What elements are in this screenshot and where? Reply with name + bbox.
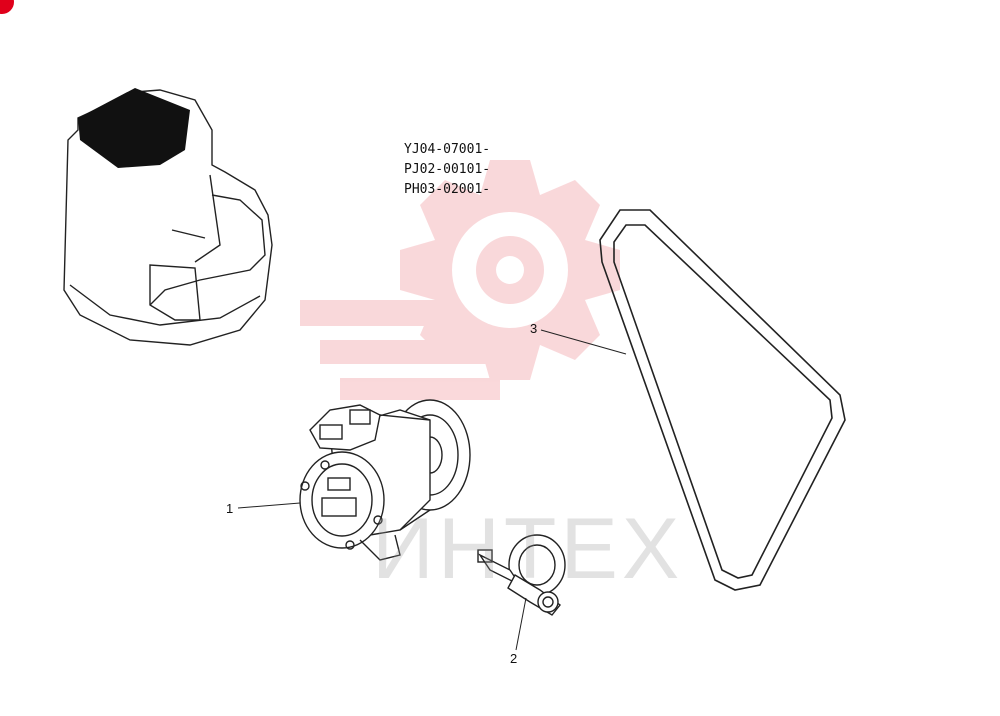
serial-number: PH03-02001- [404,182,491,197]
compressor-icon [299,399,471,561]
leader-line-2 [515,597,527,651]
tensioner-pulley-icon [477,534,566,616]
watermark-text: ИНТЕХ [372,501,684,597]
callout-belt: 3 [530,321,538,336]
cab-outline-icon [63,89,273,346]
callout-tensioner: 2 [510,651,518,666]
gear-logo-icon [300,160,620,400]
serial-number: PJ02-00101- [404,162,491,177]
callout-compressor: 1 [226,501,234,516]
v-belt-icon [599,209,846,591]
serial-number: YJ04-07001- [404,142,491,157]
leader-line-3 [540,329,627,355]
cab-roof-icon [78,88,190,168]
serial-number-block: YJ04-07001- PJ02-00101- PH03-02001- [404,140,490,200]
leader-line-1 [237,502,301,509]
